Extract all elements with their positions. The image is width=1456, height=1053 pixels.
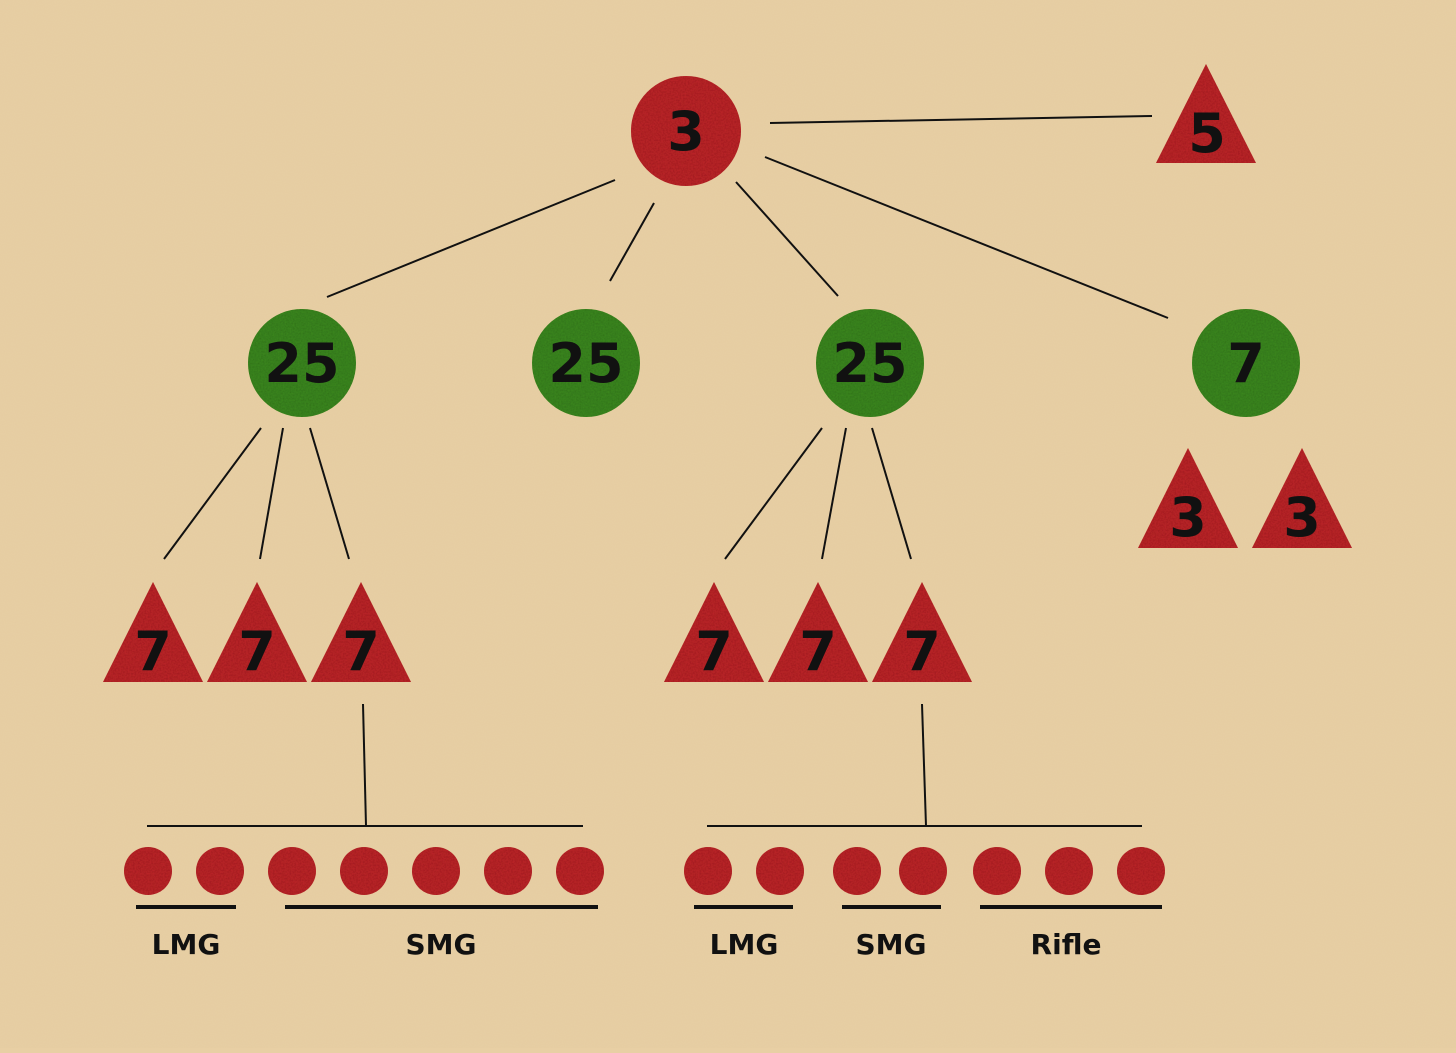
green-circle-value: 25	[832, 332, 907, 395]
triangle-value: 7	[238, 620, 276, 683]
level2-circle-4: 7	[1192, 309, 1300, 417]
left-triangle-3: 7	[311, 582, 411, 683]
soldier-dot	[556, 847, 604, 895]
line-top-to-circle-2	[609, 202, 655, 282]
soldier-dot	[124, 847, 172, 895]
line-circle3-to-tri-1	[724, 427, 823, 560]
red-triangle	[103, 582, 203, 682]
green-circle	[1192, 309, 1300, 417]
triangle-value: 3	[1283, 486, 1321, 549]
line-circle1-to-tri-3	[309, 427, 350, 560]
red-triangle	[1252, 448, 1352, 548]
right-dot-row	[684, 847, 1165, 895]
level2-circle-3: 25	[816, 309, 924, 417]
triangle-value: 7	[903, 620, 941, 683]
line-top-to-circle-1	[326, 179, 616, 298]
left-dot-row	[124, 847, 604, 895]
soldier-dot	[684, 847, 732, 895]
line-left-tri-to-bracket	[362, 703, 367, 827]
soldier-dot	[1045, 847, 1093, 895]
side-triangle	[1156, 64, 1256, 163]
green-circle-value: 7	[1227, 332, 1265, 395]
red-triangle	[207, 582, 307, 682]
middle-triangle-1: 7	[664, 582, 764, 683]
side-triangle-value: 5	[1188, 102, 1226, 165]
line-middle-tri-to-bracket	[921, 703, 927, 827]
red-triangle	[768, 582, 868, 682]
line-circle3-to-tri-2	[821, 427, 847, 560]
middle-triangle-3: 7	[872, 582, 972, 683]
green-circle-value: 25	[548, 332, 623, 395]
line-circle3-to-tri-3	[871, 427, 912, 560]
left-triangle-1: 7	[103, 582, 203, 683]
triangle-value: 7	[799, 620, 837, 683]
left-triangle-2: 7	[207, 582, 307, 683]
triangle-value: 7	[695, 620, 733, 683]
right-label-smg: SMG	[855, 928, 926, 961]
soldier-dot	[268, 847, 316, 895]
right-label-lmg: LMG	[710, 928, 779, 961]
line-circle1-to-tri-2	[259, 427, 284, 560]
left-label-lmg: LMG	[152, 928, 221, 961]
top-circle	[631, 76, 741, 186]
red-triangle	[311, 582, 411, 682]
soldier-dot	[196, 847, 244, 895]
level2-circle-2: 25	[532, 309, 640, 417]
line-top-to-circle-3	[735, 181, 839, 297]
green-circle	[248, 309, 356, 417]
soldier-dot	[756, 847, 804, 895]
triangle-value: 7	[134, 620, 172, 683]
line-circle1-to-tri-1	[163, 427, 262, 560]
top-circle-node: 3	[631, 76, 741, 186]
soldier-dot	[899, 847, 947, 895]
green-circle	[816, 309, 924, 417]
left-label-smg: SMG	[405, 928, 476, 961]
connector-lines	[147, 115, 1169, 827]
red-triangle	[664, 582, 764, 682]
soldier-dot	[1117, 847, 1165, 895]
top-circle-value: 3	[667, 100, 705, 163]
green-circle	[532, 309, 640, 417]
soldier-dot	[340, 847, 388, 895]
right-triangle-2: 3	[1252, 448, 1352, 549]
right-label-rifle: Rifle	[1031, 928, 1102, 961]
side-triangle-node: 5	[1156, 64, 1256, 165]
middle-triangle-2: 7	[768, 582, 868, 683]
red-triangle	[1138, 448, 1238, 548]
triangle-value: 3	[1169, 486, 1207, 549]
soldier-dot	[833, 847, 881, 895]
line-top-to-side-triangle	[769, 115, 1153, 124]
green-circle-value: 25	[264, 332, 339, 395]
triangle-value: 7	[342, 620, 380, 683]
soldier-dot	[484, 847, 532, 895]
soldier-dot	[412, 847, 460, 895]
red-triangle	[872, 582, 972, 682]
level2-circle-1: 25	[248, 309, 356, 417]
right-triangle-1: 3	[1138, 448, 1238, 549]
line-top-to-circle-4	[764, 156, 1169, 319]
soldier-dot	[973, 847, 1021, 895]
